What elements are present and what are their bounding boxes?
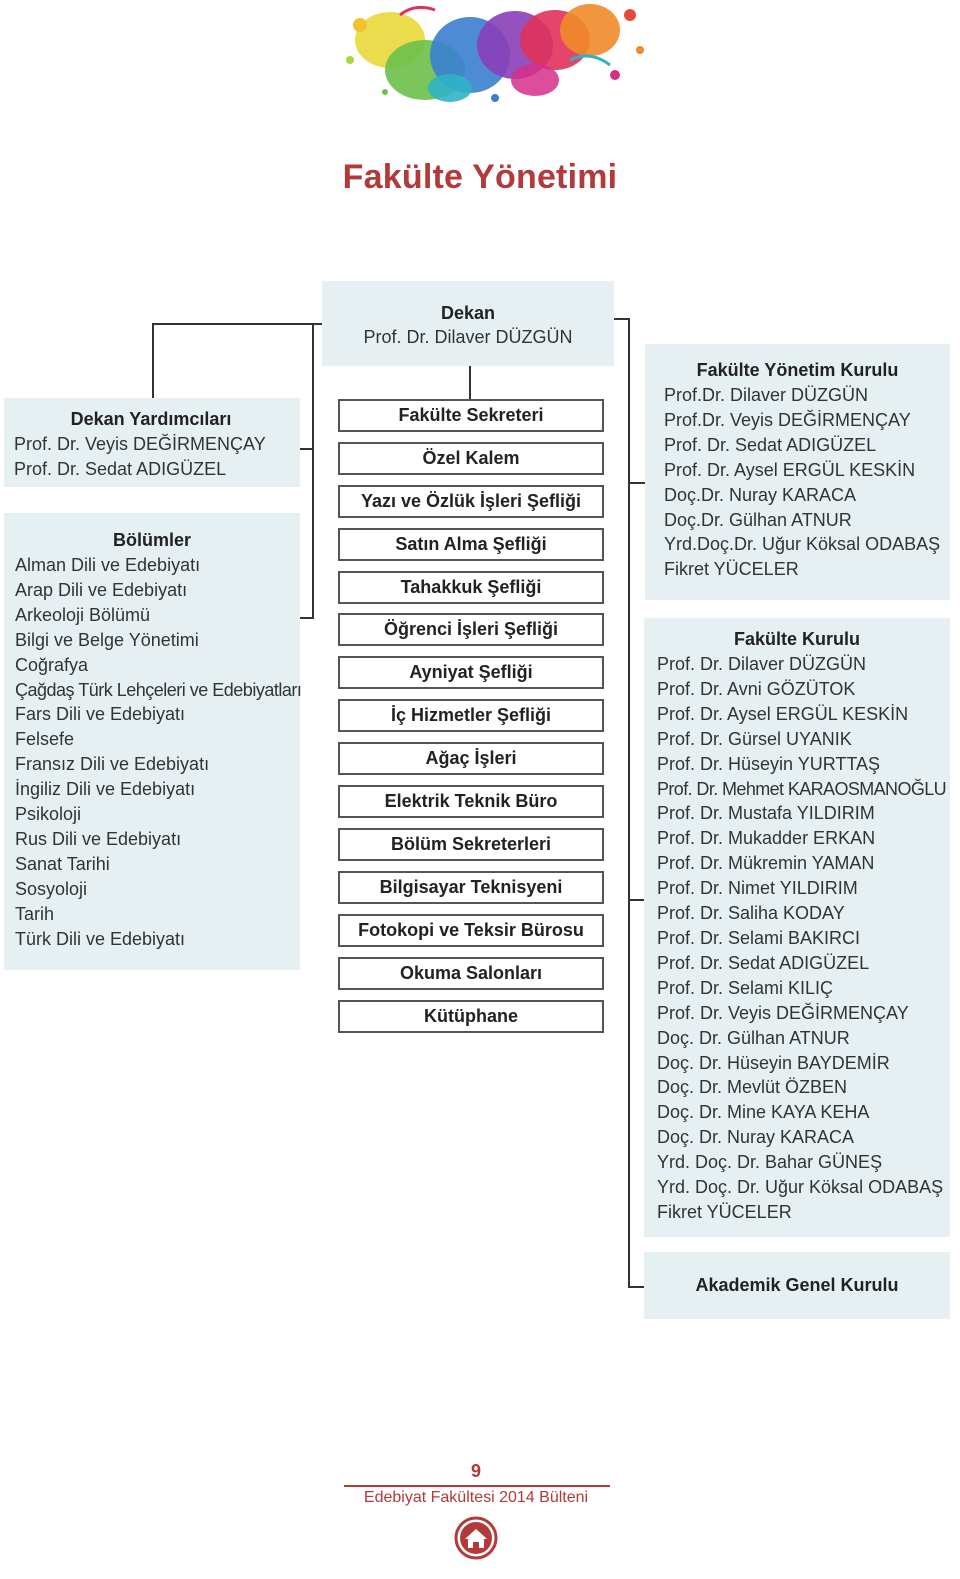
- connector-right-tick-fyk: [630, 482, 645, 484]
- unit-box: Kütüphane: [338, 1000, 604, 1033]
- bolum-item: Psikoloji: [15, 804, 82, 825]
- fakulte-kurulu-member: Prof. Dr. Veyis DEĞİRMENÇAY: [657, 1002, 909, 1023]
- dekan-heading: Dekan: [440, 303, 496, 323]
- bolum-item: Arap Dili ve Edebiyatı: [15, 579, 188, 600]
- yonetim-kurulu-member: Prof. Dr. Aysel ERGÜL KESKİN: [664, 459, 916, 480]
- yonetim-kurulu-member: Yrd.Doç.Dr. Uğur Köksal ODABAŞ: [664, 534, 941, 555]
- connector-right-tick-agk: [630, 1286, 644, 1288]
- bolum-item: Fars Dili ve Edebiyatı: [15, 704, 186, 725]
- fakulte-kurulu-member: Prof. Dr. Hüseyin YURTTAŞ: [657, 753, 881, 774]
- unit-box: Ağaç İşleri: [338, 742, 604, 775]
- footer-divider: [344, 1485, 610, 1487]
- fakulte-kurulu-member: Doç. Dr. Gülhan ATNUR: [657, 1027, 850, 1048]
- fakulte-kurulu-member: Doç. Dr. Nuray KARACA: [657, 1127, 855, 1148]
- dekan-panel: Dekan Prof. Dr. Dilaver DÜZGÜN: [322, 281, 614, 366]
- fakulte-kurulu-member: Yrd. Doç. Dr. Bahar GÜNEŞ: [657, 1152, 883, 1173]
- fakulte-kurulu-member: Prof. Dr. Mehmet KARAOSMANOĞLU: [657, 778, 947, 799]
- connector-left-tick-yard: [300, 448, 313, 450]
- bolum-item: Sanat Tarihi: [15, 853, 110, 874]
- fakulte-kurulu-member: Prof. Dr. Mustafa YILDIRIM: [657, 803, 875, 824]
- bolum-item: Fransız Dili ve Edebiyatı: [15, 754, 210, 775]
- yonetim-kurulu-member: Doç.Dr. Gülhan ATNUR: [664, 509, 852, 530]
- unit-box: Bölüm Sekreterleri: [338, 828, 604, 861]
- yonetim-kurulu-panel: Fakülte Yönetim Kurulu Prof.Dr. Dilaver …: [645, 344, 950, 600]
- connector-left-top: [152, 323, 322, 325]
- fakulte-kurulu-member: Prof. Dr. Saliha KODAY: [657, 903, 845, 924]
- connector-center: [469, 366, 471, 399]
- bolum-item: Rus Dili ve Edebiyatı: [15, 828, 182, 849]
- bolum-item: Coğrafya: [15, 654, 89, 675]
- yonetim-kurulu-heading: Fakülte Yönetim Kurulu: [696, 360, 899, 380]
- bolum-item: Bilgi ve Belge Yönetimi: [15, 629, 199, 650]
- dekan-yardimcilari-heading: Dekan Yardımcıları: [70, 409, 232, 429]
- bolum-item: Tarih: [15, 903, 55, 924]
- fakulte-kurulu-member: Fikret YÜCELER: [657, 1201, 792, 1222]
- fakulte-kurulu-member: Prof. Dr. Mukadder ERKAN: [657, 828, 876, 849]
- unit-box: Bilgisayar Teknisyeni: [338, 871, 604, 904]
- fakulte-kurulu-member: Doç. Dr. Hüseyin BAYDEMİR: [657, 1052, 890, 1073]
- unit-box: Fakülte Sekreteri: [338, 399, 604, 432]
- unit-box: Satın Alma Şefliği: [338, 528, 604, 561]
- unit-box: İç Hizmetler Şefliği: [338, 699, 604, 732]
- bolumler-heading: Bölümler: [112, 530, 191, 550]
- dekan-yardimcilari-panel: Dekan Yardımcıları Prof. Dr. Veyis DEĞİR…: [4, 398, 300, 487]
- connector-right-top: [614, 318, 630, 320]
- yonetim-kurulu-member: Prof. Dr. Sedat ADIGÜZEL: [664, 434, 877, 455]
- fakulte-kurulu-member: Prof. Dr. Selami KILIÇ: [657, 977, 834, 998]
- bolum-item: Alman Dili ve Edebiyatı: [15, 555, 201, 575]
- bolum-item: Çağdaş Türk Lehçeleri ve Edebiyatları: [15, 679, 302, 700]
- page-number: 9: [470, 1461, 481, 1481]
- dekan-yardimcisi: Prof. Dr. Veyis DEĞİRMENÇAY: [14, 434, 266, 454]
- unit-box: Tahakkuk Şefliği: [338, 571, 604, 604]
- fakulte-kurulu-member: Prof. Dr. Avni GÖZÜTOK: [657, 678, 856, 699]
- unit-box: Okuma Salonları: [338, 957, 604, 990]
- yonetim-kurulu-member: Fikret YÜCELER: [664, 559, 799, 580]
- dekan-name: Prof. Dr. Dilaver DÜZGÜN: [363, 327, 573, 347]
- yonetim-kurulu-member: Doç.Dr. Nuray KARACA: [664, 484, 857, 505]
- unit-box: Elektrik Teknik Büro: [338, 785, 604, 818]
- fakulte-kurulu-member: Yrd. Doç. Dr. Uğur Köksal ODABAŞ: [657, 1177, 944, 1198]
- fakulte-kurulu-member: Prof. Dr. Dilaver DÜZGÜN: [657, 654, 867, 674]
- fakulte-kurulu-member: Doç. Dr. Mevlüt ÖZBEN: [657, 1077, 848, 1098]
- fakulte-kurulu-member: Prof. Dr. Sedat ADIGÜZEL: [657, 952, 870, 973]
- dekan-yardimcisi: Prof. Dr. Sedat ADIGÜZEL: [14, 458, 227, 479]
- connector-right-spine: [628, 318, 630, 1288]
- connector-right-tick-fk: [630, 899, 644, 901]
- bolum-item: Felsefe: [15, 729, 75, 750]
- home-icon[interactable]: [454, 1516, 498, 1560]
- fakulte-kurulu-member: Prof. Dr. Gürsel UYANIK: [657, 728, 852, 749]
- bolumler-panel: Bölümler Alman Dili ve Edebiyatı Arap Di…: [4, 513, 302, 970]
- connector-left-riser: [152, 323, 154, 399]
- unit-box: Öğrenci İşleri Şefliği: [338, 613, 604, 646]
- bolum-item: Arkeoloji Bölümü: [15, 604, 151, 625]
- unit-box: Özel Kalem: [338, 442, 604, 475]
- akademik-genel-kurulu-heading: Akademik Genel Kurulu: [695, 1275, 899, 1295]
- unit-box: Fotokopi ve Teksir Bürosu: [338, 914, 604, 947]
- fakulte-kurulu-member: Prof. Dr. Aysel ERGÜL KESKİN: [657, 703, 909, 724]
- fakulte-kurulu-member: Prof. Dr. Nimet YILDIRIM: [657, 878, 858, 899]
- page-title: Fakülte Yönetimi: [342, 158, 618, 196]
- fakulte-kurulu-member: Prof. Dr. Mükremin YAMAN: [657, 853, 875, 874]
- bolum-item: İngiliz Dili ve Edebiyatı: [15, 779, 196, 800]
- paint-splash-icon: [346, 4, 644, 102]
- fakulte-kurulu-member: Prof. Dr. Selami BAKIRCI: [657, 927, 861, 948]
- fakulte-kurulu-heading: Fakülte Kurulu: [733, 629, 860, 649]
- fakulte-kurulu-member: Doç. Dr. Mine KAYA KEHA: [657, 1102, 870, 1123]
- fakulte-kurulu-panel: Fakülte Kurulu Prof. Dr. Dilaver DÜZGÜN …: [644, 618, 950, 1237]
- connector-left-tick-bolum: [300, 617, 313, 619]
- yonetim-kurulu-member: Prof.Dr. Dilaver DÜZGÜN: [664, 385, 869, 405]
- connector-left-spine: [312, 323, 314, 619]
- unit-box: Yazı ve Özlük İşleri Şefliği: [338, 485, 604, 518]
- footer-text: Edebiyat Fakültesi 2014 Bülteni: [363, 1489, 589, 1506]
- yonetim-kurulu-member: Prof.Dr. Veyis DEĞİRMENÇAY: [664, 409, 911, 430]
- unit-box: Ayniyat Şefliği: [338, 656, 604, 689]
- bolum-item: Sosyoloji: [15, 878, 88, 899]
- akademik-genel-kurulu-panel: Akademik Genel Kurulu: [644, 1252, 950, 1319]
- bolum-item: Türk Dili ve Edebiyatı: [15, 928, 186, 949]
